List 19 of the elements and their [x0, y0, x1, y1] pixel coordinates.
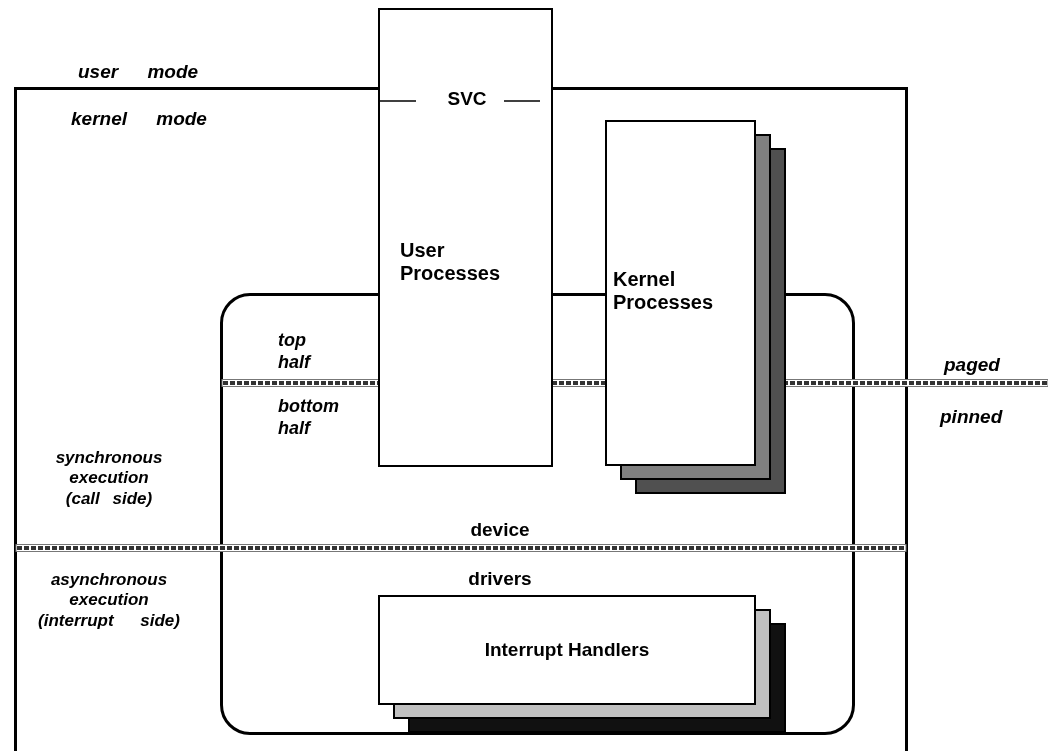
annotation-text: synchronous execution (call side): [54, 448, 164, 510]
mode-region-box: [14, 87, 908, 751]
node-label: drivers: [467, 568, 533, 590]
node-label: User Processes: [400, 239, 502, 285]
annotation-text: paged: [944, 354, 1001, 377]
node-label: SVC: [446, 88, 488, 110]
annotation-text: user mode: [78, 61, 200, 84]
process-card: [605, 120, 756, 466]
node-label: kernel mode: [71, 108, 208, 130]
node-label: Interrupt Handlers: [483, 639, 651, 661]
process-box: [378, 8, 553, 467]
annotation-text: asynchronous execution (interrupt side): [37, 570, 181, 632]
rounded-region-box: [220, 293, 855, 735]
annotation-text: top half: [278, 330, 313, 374]
node-label: Kernel Processes: [613, 268, 715, 314]
annotation-text: pinned: [940, 406, 1004, 429]
handler-card: [378, 595, 756, 705]
annotation-text: bottom half: [278, 396, 340, 440]
node-label: device: [469, 519, 531, 541]
